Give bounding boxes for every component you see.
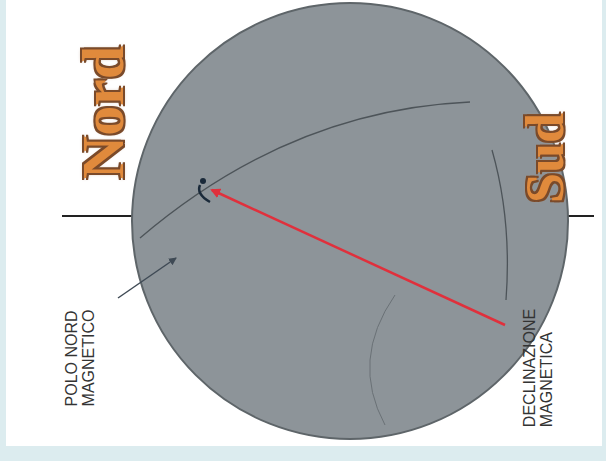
magnetic-pole-dot [200,178,206,184]
meridian-arc [370,295,395,425]
callout-label: POLO NORD MAGNETICO [63,310,97,407]
callout-label: DECLINAZIONE MAGNETICA [521,309,555,427]
meridian-arc [140,102,470,238]
pole-title: Nord [70,45,139,178]
leader-line [118,258,176,298]
meridian-arc [492,150,507,300]
declination-angle [199,185,210,202]
pole-title: Sud [514,113,576,203]
earth-globe [132,3,568,439]
panel [6,0,602,446]
axis-line [566,215,594,217]
declination-arrow [212,190,505,325]
axis-line [62,215,135,217]
